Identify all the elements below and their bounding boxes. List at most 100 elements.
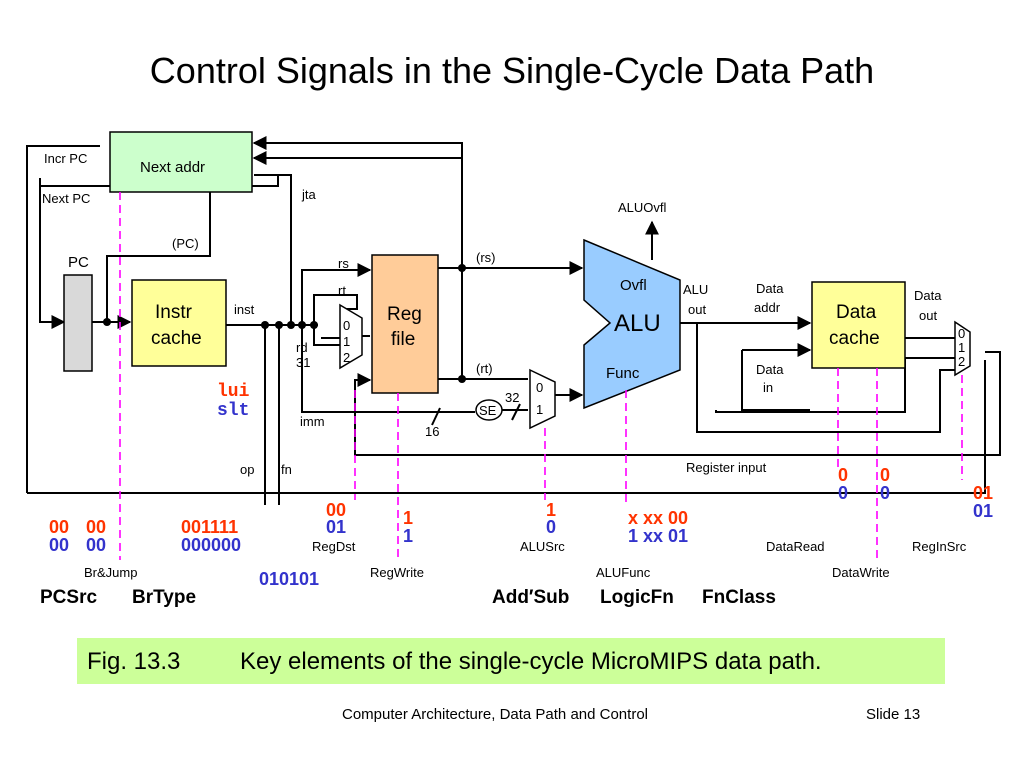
control-lines	[119, 192, 963, 560]
figure-caption: Fig. 13.3 Key elements of the single-cyc…	[77, 638, 945, 684]
svg-text:DataRead: DataRead	[766, 539, 825, 554]
svg-text:Next PC: Next PC	[42, 191, 90, 206]
svg-text:0: 0	[880, 465, 890, 485]
svg-text:fn: fn	[281, 462, 292, 477]
svg-text:RegDst: RegDst	[312, 539, 356, 554]
svg-text:01: 01	[326, 517, 346, 537]
wire-labels: Incr PC Next PC jta (PC) inst rs rt rd 3…	[42, 151, 942, 477]
svg-text:00: 00	[49, 535, 69, 555]
svg-text:Add′Sub: Add′Sub	[492, 587, 569, 608]
footer-text: Computer Architecture, Data Path and Con…	[342, 706, 648, 723]
lui-signal-values: 00 00 001111 00 1 1 x xx 00 0 0 01	[49, 465, 993, 537]
sign-extend-unit: SE	[475, 399, 503, 421]
svg-text:Data: Data	[914, 288, 942, 303]
svg-text:00: 00	[86, 535, 106, 555]
lui-label: lui	[217, 382, 250, 402]
svg-text:2: 2	[343, 350, 350, 365]
slt-signal-values: 00 00 000000 010101 01 1 0 1 xx 01 0 0 0…	[49, 483, 993, 589]
next-addr-block: Next addr	[109, 131, 253, 193]
alu-block: ALU Ovfl Func	[583, 238, 681, 410]
svg-text:00: 00	[49, 517, 69, 537]
caption-text: Key elements of the single-cycle MicroMI…	[240, 648, 822, 675]
svg-text:1: 1	[536, 402, 543, 417]
svg-text:rs: rs	[338, 256, 349, 271]
svg-text:inst: inst	[234, 302, 255, 317]
alusrc-mux: 0 1	[529, 368, 556, 430]
wires	[26, 136, 1001, 505]
svg-text:0: 0	[838, 465, 848, 485]
instruction-names: lui slt	[217, 382, 250, 421]
svg-text:0: 0	[838, 483, 848, 503]
svg-text:PCSrc: PCSrc	[40, 587, 97, 608]
data-cache-block: Data cache	[811, 281, 906, 369]
svg-text:in: in	[763, 380, 773, 395]
svg-text:out: out	[688, 302, 706, 317]
svg-text:imm: imm	[300, 414, 325, 429]
svg-text:rd: rd	[296, 340, 308, 355]
svg-text:0: 0	[546, 517, 556, 537]
svg-text:DataWrite: DataWrite	[832, 565, 890, 580]
svg-text:2: 2	[958, 354, 965, 369]
svg-text:Next addr: Next addr	[140, 159, 205, 176]
svg-text:00: 00	[86, 517, 106, 537]
svg-text:RegInSrc: RegInSrc	[912, 539, 967, 554]
reg-file-block: Reg file	[371, 254, 439, 394]
svg-text:(PC): (PC)	[172, 236, 199, 251]
svg-text:01: 01	[973, 483, 993, 503]
svg-text:Instr: Instr	[155, 302, 193, 323]
svg-text:ALU: ALU	[614, 310, 661, 337]
svg-text:BrType: BrType	[132, 587, 196, 608]
svg-text:000000: 000000	[181, 535, 241, 555]
svg-text:addr: addr	[754, 300, 781, 315]
svg-text:ALUFunc: ALUFunc	[596, 565, 651, 580]
slide-title: Control Signals in the Single-Cycle Data…	[149, 50, 875, 91]
svg-text:1: 1	[403, 526, 413, 546]
svg-text:ALUOvfl: ALUOvfl	[618, 200, 667, 215]
svg-text:(rs): (rs)	[476, 250, 496, 265]
svg-text:00: 00	[326, 500, 346, 520]
svg-text:x xx 00: x xx 00	[628, 508, 688, 528]
svg-text:1: 1	[403, 508, 413, 528]
svg-text:LogicFn: LogicFn	[600, 587, 674, 608]
svg-text:0: 0	[958, 326, 965, 341]
svg-text:Incr PC: Incr PC	[44, 151, 87, 166]
svg-text:cache: cache	[829, 328, 880, 349]
svg-text:Data: Data	[756, 281, 784, 296]
svg-text:010101: 010101	[259, 569, 319, 589]
svg-text:file: file	[391, 329, 415, 350]
svg-text:Ovfl: Ovfl	[620, 277, 647, 294]
svg-text:cache: cache	[151, 328, 202, 349]
svg-text:1: 1	[546, 500, 556, 520]
svg-text:PC: PC	[68, 254, 89, 271]
svg-text:0: 0	[536, 380, 543, 395]
svg-text:jta: jta	[301, 187, 317, 202]
reginsrc-mux: 0 1 2	[954, 320, 971, 377]
instr-cache-block: Instr cache	[131, 279, 227, 367]
svg-text:Register input: Register input	[686, 460, 767, 475]
svg-text:001111: 001111	[181, 517, 238, 537]
svg-text:1 xx 01: 1 xx 01	[628, 526, 688, 546]
svg-text:rt: rt	[338, 283, 346, 298]
svg-text:Data: Data	[836, 302, 877, 323]
svg-text:FnClass: FnClass	[702, 587, 776, 608]
svg-text:ALU: ALU	[683, 282, 708, 297]
slide-number: Slide 13	[866, 706, 921, 723]
svg-text:Reg: Reg	[387, 304, 422, 325]
svg-text:op: op	[240, 462, 254, 477]
svg-text:SE: SE	[479, 403, 497, 418]
junction-dots	[103, 264, 466, 383]
svg-text:32: 32	[505, 390, 519, 405]
svg-text:out: out	[919, 308, 937, 323]
slt-label: slt	[217, 401, 249, 421]
svg-text:0: 0	[343, 318, 350, 333]
svg-text:Data: Data	[756, 362, 784, 377]
svg-text:0: 0	[880, 483, 890, 503]
svg-text:(rt): (rt)	[476, 361, 493, 376]
svg-text:31: 31	[296, 355, 310, 370]
pc-register: PC	[63, 254, 93, 372]
svg-text:01: 01	[973, 501, 993, 521]
svg-text:RegWrite: RegWrite	[370, 565, 424, 580]
svg-text:1: 1	[958, 340, 965, 355]
